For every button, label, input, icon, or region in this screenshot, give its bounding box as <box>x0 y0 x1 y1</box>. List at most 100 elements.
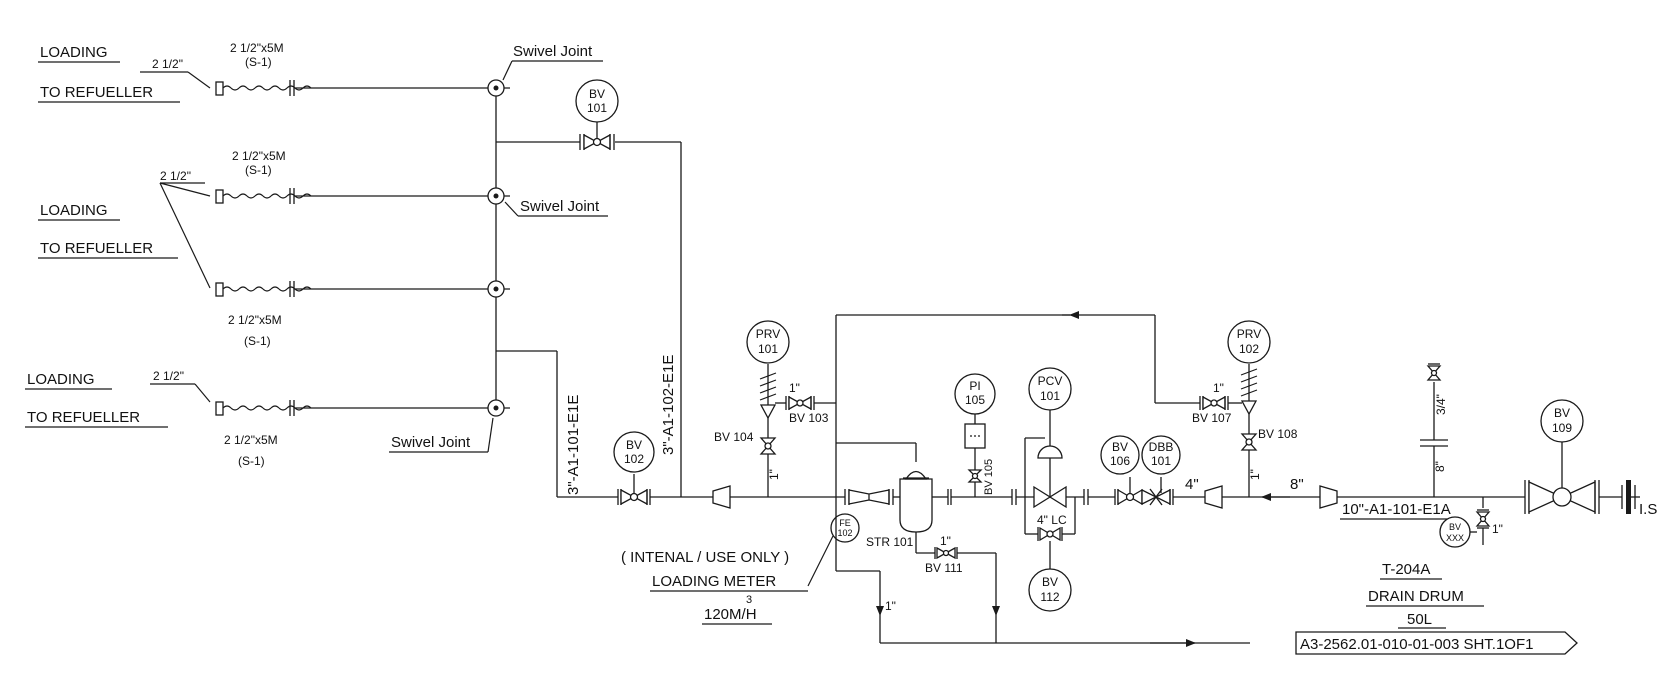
size-8in-vent: 8" <box>1433 461 1447 472</box>
svg-text:BV: BV <box>1042 575 1058 589</box>
bv107-label: BV 107 <box>1192 411 1232 425</box>
meter-rate: 120M/H <box>704 606 757 623</box>
svg-text:105: 105 <box>965 393 985 407</box>
hose-2 <box>215 188 510 204</box>
bv108-valve <box>1240 433 1258 451</box>
size-1in-prv102: 1" <box>1248 469 1262 480</box>
size-1in-bv107: 1" <box>1213 381 1224 395</box>
svg-text:PRV: PRV <box>1237 327 1261 341</box>
line-number-3in-102: 3"-A1-102-E1E <box>660 355 677 455</box>
bv105-label: BV 105 <box>983 459 995 495</box>
loading-label-3: LOADING <box>27 371 95 388</box>
bv106-tag: BV 106 <box>1100 435 1140 475</box>
bv103-label: BV 103 <box>789 411 829 425</box>
dbb101-valve <box>1141 477 1174 506</box>
bv109-valve <box>1524 442 1600 514</box>
svg-text:102: 102 <box>837 528 852 538</box>
reducer-3 <box>1319 485 1338 509</box>
branch-size-1: 2 1/2" <box>152 57 183 71</box>
refueller-label-3: TO REFUELLER <box>27 409 140 426</box>
loading-station-1: LOADING TO REFUELLER <box>38 44 180 103</box>
drum-name: DRAIN DRUM <box>1368 588 1464 605</box>
svg-text:101: 101 <box>587 101 607 115</box>
fe102-tag: FE 102 <box>830 513 860 543</box>
hose-1 <box>215 80 510 96</box>
swivel-joint-2 <box>487 187 505 205</box>
line-number-3in-101: 3"-A1-101-E1E <box>565 395 582 495</box>
svg-text:BV: BV <box>626 438 642 452</box>
loading-label-1: LOADING <box>40 44 108 61</box>
prv102-spring <box>1240 368 1258 397</box>
bv111-valve <box>934 546 958 560</box>
swivel-joint-3 <box>487 280 505 298</box>
svg-text:PI: PI <box>969 379 980 393</box>
svg-text:BV: BV <box>1112 440 1128 454</box>
size-8in: 8" <box>1290 476 1304 493</box>
bv111-label: BV 111 <box>925 561 963 575</box>
bv112-valve <box>1037 526 1063 542</box>
hose-size-4: 2 1/2"x5M <box>224 433 278 447</box>
bv106-valve <box>1114 477 1143 506</box>
svg-text:109: 109 <box>1552 421 1572 435</box>
hose-spec-4: (S-1) <box>238 454 265 468</box>
offpage-connector <box>1295 631 1578 655</box>
svg-text:102: 102 <box>1239 342 1259 356</box>
svg-text:102: 102 <box>624 452 644 466</box>
prv101-spring <box>759 372 777 401</box>
branch-size-2: 2 1/2" <box>160 169 191 183</box>
prv102-body <box>1240 400 1258 416</box>
svg-text:XXX: XXX <box>1446 533 1464 543</box>
refueller-label-2: TO REFUELLER <box>40 240 153 257</box>
swivel-joint-label-3: Swivel Joint <box>391 434 471 451</box>
hose-spec-3: (S-1) <box>244 334 271 348</box>
hose-size-2: 2 1/2"x5M <box>232 149 286 163</box>
size-3-4in: 3/4" <box>1434 394 1448 415</box>
lc-label: 4" LC <box>1037 513 1067 527</box>
bv103-valve <box>785 395 815 411</box>
hose-size-1: 2 1/2"x5M <box>230 41 284 55</box>
prv102-tag: PRV 102 <box>1227 320 1271 364</box>
bv108-label: BV 108 <box>1258 427 1298 441</box>
hose-4 <box>215 400 510 416</box>
drum-tag: T-204A <box>1382 561 1430 578</box>
meter-rate-superscript: 3 <box>746 594 752 606</box>
prv101-body <box>759 404 777 420</box>
size-1in-drain: 1" <box>885 599 896 613</box>
refueller-label-1: TO REFUELLER <box>40 84 153 101</box>
svg-text:BV: BV <box>589 87 605 101</box>
reducer-1 <box>712 485 731 509</box>
size-4in: 4" <box>1185 476 1199 493</box>
pi105-tag: PI 105 <box>954 373 996 415</box>
hose-3 <box>215 281 510 297</box>
swivel-joint-label-2: Swivel Joint <box>520 198 600 215</box>
size-1in-bvxxx: 1" <box>1492 522 1503 536</box>
loading-station-2: LOADING TO REFUELLER <box>38 202 178 259</box>
bv101-tag: BV 101 <box>575 79 619 123</box>
pcv101-tag: PCV 101 <box>1028 367 1072 411</box>
svg-text:PCV: PCV <box>1038 374 1063 388</box>
loading-station-3: LOADING TO REFUELLER <box>25 371 168 428</box>
bv102-tag: BV 102 <box>613 431 655 473</box>
bvxxx-valve <box>1475 509 1491 545</box>
branch-size-3: 2 1/2" <box>153 369 184 383</box>
bv109-tag: BV 109 <box>1540 399 1584 443</box>
meter-name: LOADING METER <box>652 573 776 590</box>
svg-text:BV: BV <box>1554 406 1570 420</box>
size-1in-bv111: 1" <box>940 534 951 548</box>
str101-strainer <box>899 470 933 533</box>
bv112-tag: BV 112 <box>1028 568 1072 612</box>
swivel-joint-4 <box>487 399 505 417</box>
meter-note: ( INTENAL / USE ONLY ) <box>621 549 789 566</box>
size-1in-bv103: 1" <box>789 381 800 395</box>
bvxxx-tag: BV XXX <box>1439 516 1471 548</box>
offpage-ref: A3-2562.01-010-01-003 SHT.1OF1 <box>1300 636 1533 653</box>
svg-text:101: 101 <box>758 342 778 356</box>
is-label: I.S <box>1639 501 1657 518</box>
drum-capacity: 50L <box>1407 611 1432 628</box>
bv105-valve <box>967 469 983 483</box>
svg-text:FE: FE <box>839 518 851 528</box>
bv107-valve <box>1199 395 1229 411</box>
svg-text:101: 101 <box>1040 389 1060 403</box>
swivel-joint-1 <box>487 79 505 97</box>
